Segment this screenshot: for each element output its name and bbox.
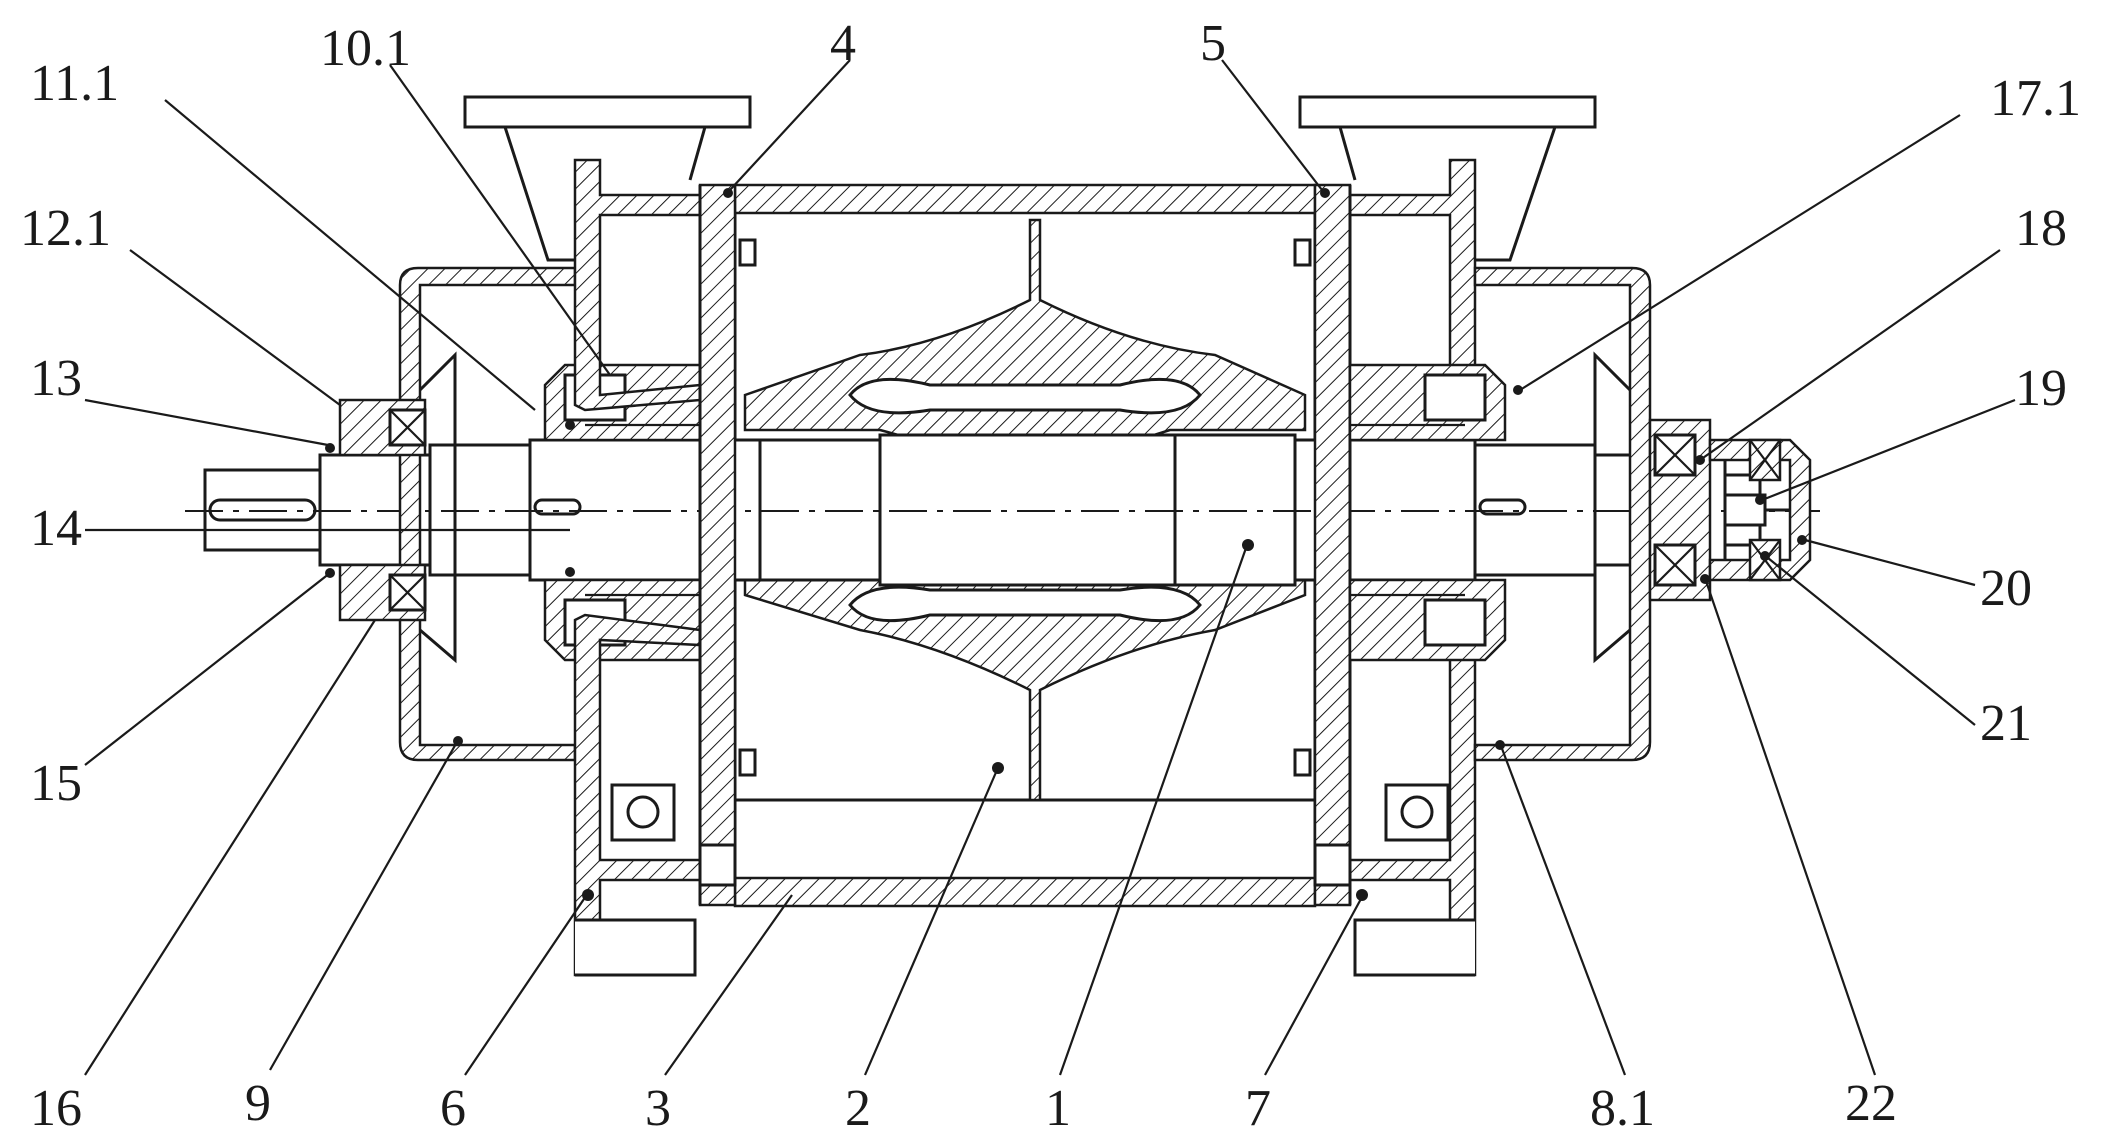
right-suction-flange xyxy=(1298,95,1597,262)
label-9: 9 xyxy=(245,1075,271,1132)
shaft xyxy=(185,433,1820,587)
left-suction-flange xyxy=(463,95,752,262)
label-11-1: 11.1 xyxy=(30,55,119,112)
label-21: 21 xyxy=(1980,695,2032,752)
label-2: 2 xyxy=(845,1080,871,1137)
label-22: 22 xyxy=(1845,1075,1897,1132)
label-19: 19 xyxy=(2015,360,2067,417)
label-10-1: 10.1 xyxy=(320,20,411,77)
label-17-1: 17.1 xyxy=(1990,70,2081,127)
label-14: 14 xyxy=(30,500,82,557)
label-5: 5 xyxy=(1200,15,1226,72)
label-1: 1 xyxy=(1045,1080,1071,1137)
callout-labels: 10.1 11.1 4 5 17.1 12.1 18 13 19 14 20 1… xyxy=(20,15,2081,1137)
label-13: 13 xyxy=(30,350,82,407)
label-20: 20 xyxy=(1980,560,2032,617)
label-8-1: 8.1 xyxy=(1590,1080,1655,1137)
label-15: 15 xyxy=(30,755,82,812)
label-12-1: 12.1 xyxy=(20,200,111,257)
label-3: 3 xyxy=(645,1080,671,1137)
label-16: 16 xyxy=(30,1080,82,1137)
leader-lines xyxy=(84,59,2016,1076)
label-4: 4 xyxy=(830,15,856,72)
right-bearing-housing xyxy=(1348,266,1812,762)
label-18: 18 xyxy=(2015,200,2067,257)
label-6: 6 xyxy=(440,1080,466,1137)
label-7: 7 xyxy=(1245,1080,1271,1137)
left-end-head xyxy=(573,158,757,977)
